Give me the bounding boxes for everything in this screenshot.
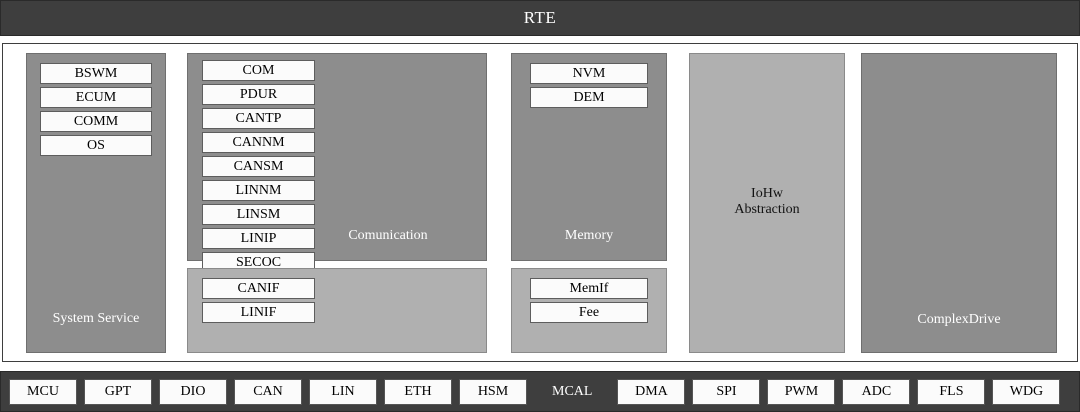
block-label-communication: Comunication: [348, 228, 428, 244]
memory-chip-list: NVM DEM: [512, 63, 666, 108]
chip-linsm[interactable]: LINSM: [202, 204, 315, 225]
block-label-iohw-abstraction-line1: IoHw: [751, 185, 783, 201]
mcal-chip-adc[interactable]: ADC: [842, 378, 911, 405]
rte-layer-bar: RTE: [0, 0, 1080, 36]
memory-interface-chip-list: MemIf Fee: [512, 278, 666, 323]
block-label-iohw-abstraction-line2: Abstraction: [734, 201, 800, 217]
block-system-service[interactable]: BSWM ECUM COMM OS System Service: [26, 53, 166, 353]
mcal-layer-bar: MCU GPT DIO CAN LIN ETH HSM MCAL DMA SPI…: [0, 371, 1080, 412]
mcal-chip-eth[interactable]: ETH: [384, 378, 452, 405]
chip-dem[interactable]: DEM: [530, 87, 648, 108]
block-iohw-abstraction[interactable]: IoHw Abstraction: [689, 53, 845, 353]
mcal-chip-spi[interactable]: SPI: [692, 378, 761, 405]
chip-nvm[interactable]: NVM: [530, 63, 648, 84]
chip-linip[interactable]: LINIP: [202, 228, 315, 249]
chip-com[interactable]: COM: [202, 60, 315, 81]
chip-canif[interactable]: CANIF: [202, 278, 315, 299]
block-label-iohw-abstraction: IoHw Abstraction: [690, 186, 844, 217]
block-communication[interactable]: COM PDUR CANTP CANNM CANSM LINNM LINSM L…: [187, 53, 487, 297]
chip-os[interactable]: OS: [40, 135, 152, 156]
mcal-label: MCAL: [552, 383, 593, 399]
communication-chip-list: COM PDUR CANTP CANNM CANSM LINNM LINSM L…: [188, 60, 500, 297]
system-service-chip-list: BSWM ECUM COMM OS: [27, 63, 165, 156]
mcal-chip-dma[interactable]: DMA: [617, 378, 686, 405]
rte-label: RTE: [523, 8, 557, 27]
chip-linif[interactable]: LINIF: [202, 302, 315, 323]
block-label-complex-drive: ComplexDrive: [917, 312, 1001, 328]
chip-pdur[interactable]: PDUR: [202, 84, 315, 105]
mcal-chip-pwm[interactable]: PWM: [767, 378, 836, 405]
block-memory-interface[interactable]: MemIf Fee: [511, 268, 667, 353]
mcal-chip-fls[interactable]: FLS: [917, 378, 986, 405]
chip-memif[interactable]: MemIf: [530, 278, 648, 299]
mcal-chip-wdg[interactable]: WDG: [992, 378, 1061, 405]
mcal-chip-dio[interactable]: DIO: [159, 378, 227, 405]
mcal-chip-mcu[interactable]: MCU: [9, 378, 77, 405]
chip-secoc[interactable]: SECOC: [202, 252, 315, 273]
block-memory[interactable]: NVM DEM Memory: [511, 53, 667, 261]
chip-linnm[interactable]: LINNM: [202, 180, 315, 201]
mcal-chip-hsm[interactable]: HSM: [459, 378, 527, 405]
mcal-chip-gpt[interactable]: GPT: [84, 378, 152, 405]
block-label-memory: Memory: [564, 228, 614, 244]
chip-fee[interactable]: Fee: [530, 302, 648, 323]
chip-cannm[interactable]: CANNM: [202, 132, 315, 153]
mcal-chip-lin[interactable]: LIN: [309, 378, 377, 405]
chip-comm[interactable]: COMM: [40, 111, 152, 132]
mcal-chip-can[interactable]: CAN: [234, 378, 302, 405]
chip-cantp[interactable]: CANTP: [202, 108, 315, 129]
chip-ecum[interactable]: ECUM: [40, 87, 152, 108]
chip-bswm[interactable]: BSWM: [40, 63, 152, 84]
communication-interface-chip-list: CANIF LINIF: [188, 278, 500, 323]
bsw-layer-container: BSWM ECUM COMM OS System Service COM PDU…: [2, 43, 1078, 362]
block-label-system-service: System Service: [52, 311, 140, 327]
chip-cansm[interactable]: CANSM: [202, 156, 315, 177]
block-communication-interface[interactable]: CANIF LINIF: [187, 268, 487, 353]
block-complex-drive[interactable]: ComplexDrive: [861, 53, 1057, 353]
